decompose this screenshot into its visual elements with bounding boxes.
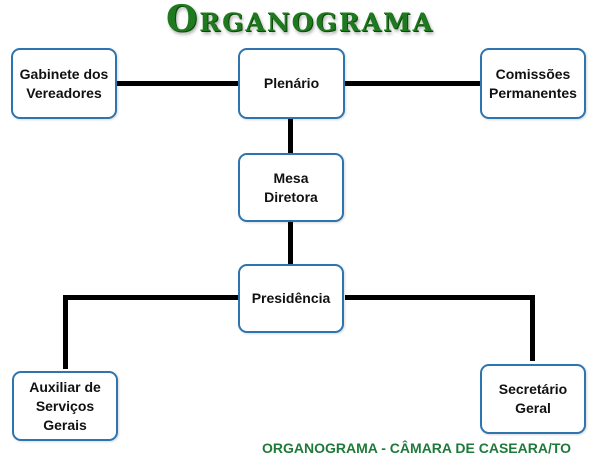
connector-presidencia-left bbox=[63, 295, 238, 300]
node-gabinete-dos-vereadores: Gabinete dos Vereadores bbox=[11, 48, 117, 119]
node-label: Gabinete dos Vereadores bbox=[19, 65, 109, 101]
node-presidencia: Presidência bbox=[238, 264, 344, 333]
page-title: Organograma bbox=[165, 0, 435, 40]
footer-caption: ORGANOGRAMA - CÂMARA DE CASEARA/TO bbox=[262, 440, 572, 456]
node-secretario-geral: Secretário Geral bbox=[480, 364, 586, 434]
node-label: Plenário bbox=[263, 75, 320, 91]
connector-presidencia-right bbox=[345, 295, 535, 300]
node-label: Auxiliar de Serviços Gerais bbox=[29, 378, 101, 433]
connector-mesa-presidencia bbox=[288, 222, 293, 264]
connector-right-down bbox=[530, 295, 535, 361]
node-label: Secretário Geral bbox=[498, 381, 568, 416]
connector-plenario-comissoes bbox=[345, 81, 480, 86]
node-plenario: Plenário bbox=[238, 48, 345, 119]
connector-gabinete-plenario bbox=[117, 81, 238, 86]
node-comissoes-permanentes: Comissões Permanentes bbox=[480, 48, 586, 119]
node-mesa-diretora: Mesa Diretora bbox=[238, 153, 344, 222]
node-label: Presidência bbox=[251, 290, 331, 306]
connector-left-down bbox=[63, 295, 68, 369]
node-auxiliar-de-servicos-gerais: Auxiliar de Serviços Gerais bbox=[12, 371, 118, 441]
connector-plenario-mesa bbox=[288, 119, 293, 153]
node-label: Comissões Permanentes bbox=[489, 65, 577, 101]
node-label: Mesa Diretora bbox=[264, 169, 318, 205]
